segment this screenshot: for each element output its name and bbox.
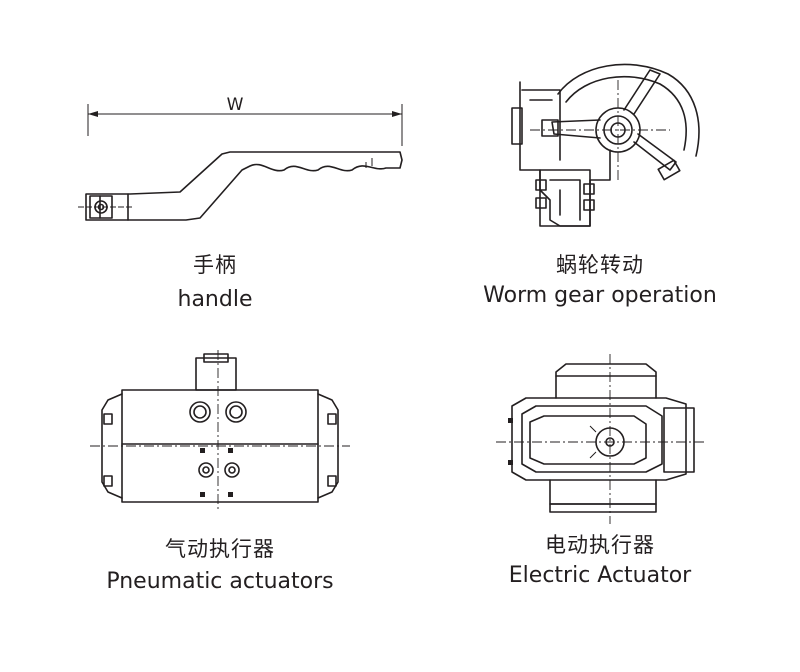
caption-handle-cn: 手柄 xyxy=(193,253,237,277)
caption-electric-cn: 电动执行器 xyxy=(545,533,655,557)
panel-electric: 电动执行器 Electric Actuator xyxy=(400,336,800,672)
panel-handle: W 手柄 handle xyxy=(0,0,403,336)
worm-gear-drawing xyxy=(511,63,700,227)
pneumatic-actuator-drawing xyxy=(90,350,350,510)
caption-handle-en: handle xyxy=(177,287,253,312)
dimension-label-w: W xyxy=(227,95,244,115)
panel-worm-gear: 蜗轮转动 Worm gear operation xyxy=(400,0,800,336)
handle-drawing: W xyxy=(78,95,403,221)
electric-actuator-drawing xyxy=(496,354,706,524)
caption-worm-en: Worm gear operation xyxy=(483,283,717,308)
caption-worm-cn: 蜗轮转动 xyxy=(556,253,644,277)
panel-pneumatic: 气动执行器 Pneumatic actuators xyxy=(0,336,400,672)
caption-electric-en: Electric Actuator xyxy=(508,563,692,588)
caption-pneumatic-en: Pneumatic actuators xyxy=(106,569,334,594)
caption-pneumatic-cn: 气动执行器 xyxy=(165,537,275,561)
